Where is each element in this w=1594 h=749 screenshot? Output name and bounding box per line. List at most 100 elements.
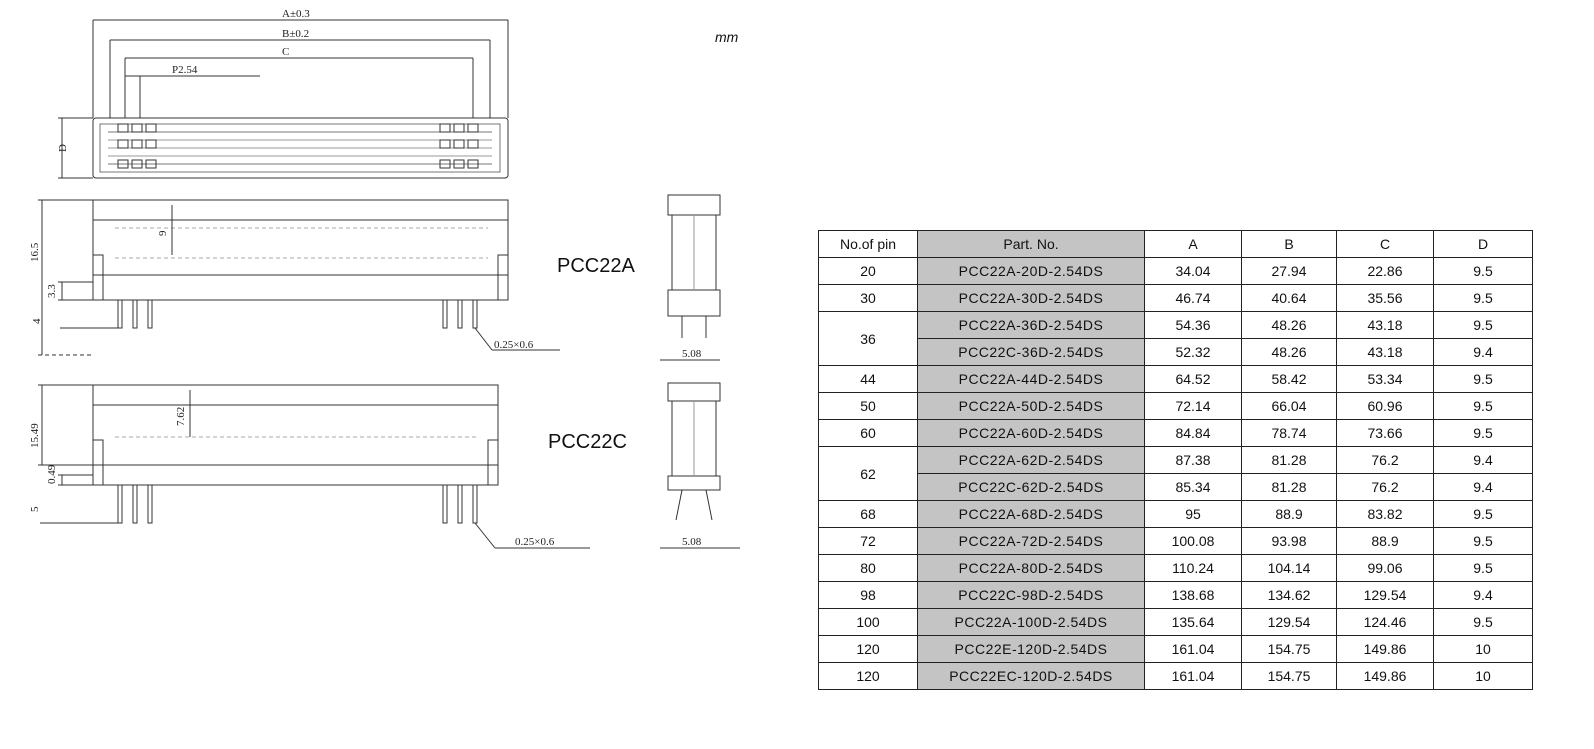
table-row: PCC22C-36D-2.54DS 52.32 48.26 43.18 9.4 <box>819 338 1533 366</box>
cell-d: 10 <box>1433 635 1533 663</box>
cell-b: 27.94 <box>1241 257 1337 285</box>
cell-c: 22.86 <box>1336 257 1434 285</box>
cell-a: 138.68 <box>1144 581 1242 609</box>
cell-pin: 100 <box>818 608 918 636</box>
cell-part: PCC22A-100D-2.54DS <box>917 608 1145 636</box>
cell-d: 10 <box>1433 662 1533 690</box>
cell-a: 84.84 <box>1144 419 1242 447</box>
cell-pin: 68 <box>818 500 918 528</box>
cell-d: 9.5 <box>1433 608 1533 636</box>
header-part: Part. No. <box>917 230 1145 258</box>
cell-a: 95 <box>1144 500 1242 528</box>
cell-part: PCC22A-72D-2.54DS <box>917 527 1145 555</box>
cell-pin: 30 <box>818 284 918 312</box>
part-spec-table: No.of pin Part. No. A B C D 20 PCC22A-20… <box>818 230 1533 690</box>
header-a: A <box>1144 230 1242 258</box>
connector-drawing: mm A±0.3 B±0.2 C P2.54 <box>0 0 760 580</box>
cell-a: 161.04 <box>1144 635 1242 663</box>
cell-d: 9.5 <box>1433 311 1533 339</box>
cell-b: 104.14 <box>1241 554 1337 582</box>
table-row: 60 PCC22A-60D-2.54DS 84.84 78.74 73.66 9… <box>818 419 1533 447</box>
cell-a: 46.74 <box>1144 284 1242 312</box>
cell-d: 9.4 <box>1433 473 1533 501</box>
table-header-row: No.of pin Part. No. A B C D <box>818 230 1533 258</box>
header-c: C <box>1336 230 1434 258</box>
cell-c: 53.34 <box>1336 365 1434 393</box>
cell-d: 9.5 <box>1433 284 1533 312</box>
cell-pin: 20 <box>818 257 918 285</box>
cell-part: PCC22A-30D-2.54DS <box>917 284 1145 312</box>
width-c-label: 5.08 <box>682 536 702 548</box>
dim-3-3-label: 3.3 <box>46 284 58 298</box>
cell-part: PCC22A-68D-2.54DS <box>917 500 1145 528</box>
pin-size-a-label: 0.25×0.6 <box>494 339 534 351</box>
dim-a-label: A±0.3 <box>282 8 310 20</box>
cell-d: 9.5 <box>1433 419 1533 447</box>
cell-b: 154.75 <box>1241 635 1337 663</box>
cell-b: 48.26 <box>1241 311 1337 339</box>
cell-a: 135.64 <box>1144 608 1242 636</box>
cell-pin: 62 <box>818 446 918 501</box>
cell-a: 110.24 <box>1144 554 1242 582</box>
cell-a: 100.08 <box>1144 527 1242 555</box>
cell-pin: 44 <box>818 365 918 393</box>
cell-d: 9.5 <box>1433 257 1533 285</box>
cell-a: 87.38 <box>1144 446 1242 474</box>
cell-d: 9.4 <box>1433 581 1533 609</box>
cell-c: 99.06 <box>1336 554 1434 582</box>
table-row: 36 PCC22A-36D-2.54DS 54.36 48.26 43.18 9… <box>818 311 1533 366</box>
cell-d: 9.5 <box>1433 365 1533 393</box>
cell-a: 72.14 <box>1144 392 1242 420</box>
cell-c: 76.2 <box>1336 446 1434 474</box>
cell-b: 78.74 <box>1241 419 1337 447</box>
pcc22a-end-view <box>660 194 721 361</box>
pcc22c-side-view <box>38 384 590 549</box>
dim-0-49-label: 0.49 <box>46 464 58 484</box>
cell-c: 43.18 <box>1336 338 1434 366</box>
header-b: B <box>1241 230 1337 258</box>
table-row: 120 PCC22E-120D-2.54DS 161.04 154.75 149… <box>818 635 1533 663</box>
cell-d: 9.5 <box>1433 500 1533 528</box>
cell-b: 134.62 <box>1241 581 1337 609</box>
cell-pin: 36 <box>818 311 918 366</box>
pcc22c-end-view <box>660 382 740 549</box>
header-d: D <box>1433 230 1533 258</box>
dim-pitch-label: P2.54 <box>172 64 198 76</box>
cell-pin: 80 <box>818 554 918 582</box>
cell-d: 9.5 <box>1433 392 1533 420</box>
cell-part: PCC22A-50D-2.54DS <box>917 392 1145 420</box>
table-row: 98 PCC22C-98D-2.54DS 138.68 134.62 129.5… <box>818 581 1533 609</box>
cell-a: 52.32 <box>1144 338 1242 366</box>
cell-c: 35.56 <box>1336 284 1434 312</box>
table-row: 100 PCC22A-100D-2.54DS 135.64 129.54 124… <box>818 608 1533 636</box>
cell-c: 60.96 <box>1336 392 1434 420</box>
dim-c-label: C <box>282 46 289 58</box>
dim-9-label: 9 <box>157 230 169 236</box>
cell-a: 64.52 <box>1144 365 1242 393</box>
cell-b: 58.42 <box>1241 365 1337 393</box>
cell-c: 43.18 <box>1336 311 1434 339</box>
top-view-body <box>92 117 509 179</box>
cell-b: 66.04 <box>1241 392 1337 420</box>
dim-4-label: 4 <box>31 318 43 324</box>
cell-part: PCC22A-20D-2.54DS <box>917 257 1145 285</box>
cell-b: 88.9 <box>1241 500 1337 528</box>
dim-d-label: D <box>57 144 69 152</box>
cell-part: PCC22C-62D-2.54DS <box>917 473 1145 501</box>
cell-part: PCC22C-98D-2.54DS <box>917 581 1145 609</box>
cell-b: 40.64 <box>1241 284 1337 312</box>
cell-pin: 72 <box>818 527 918 555</box>
table-row: 72 PCC22A-72D-2.54DS 100.08 93.98 88.9 9… <box>818 527 1533 555</box>
dim-16-5-label: 16.5 <box>29 242 41 262</box>
table-row: 120 PCC22EC-120D-2.54DS 161.04 154.75 14… <box>818 662 1533 690</box>
unit-label: mm <box>715 29 739 45</box>
dim-7-62-label: 7.62 <box>175 407 187 426</box>
cell-b: 154.75 <box>1241 662 1337 690</box>
table-row: 30 PCC22A-30D-2.54DS 46.74 40.64 35.56 9… <box>818 284 1533 312</box>
dim-b-label: B±0.2 <box>282 28 309 40</box>
cell-b: 81.28 <box>1241 473 1337 501</box>
cell-part: PCC22A-80D-2.54DS <box>917 554 1145 582</box>
cell-pin: 120 <box>818 662 918 690</box>
cell-pin: 60 <box>818 419 918 447</box>
table-row: PCC22C-62D-2.54DS 85.34 81.28 76.2 9.4 <box>819 473 1533 501</box>
